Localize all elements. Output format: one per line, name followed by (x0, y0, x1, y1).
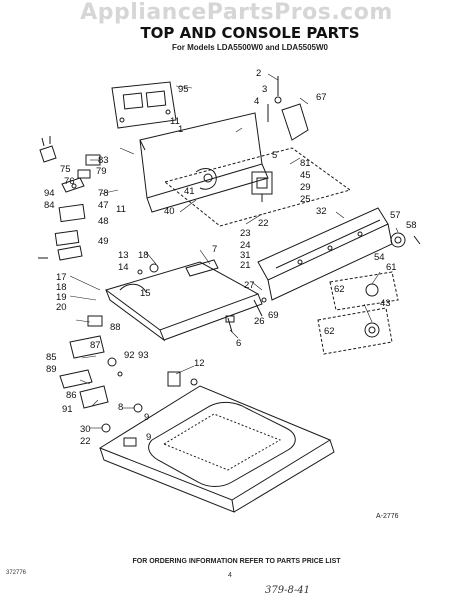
lower-left-component-cluster (59, 315, 123, 409)
console-rail-part (257, 207, 393, 301)
callout-label: 14 (118, 262, 129, 273)
callout-label: 61 (386, 262, 397, 273)
callout-label: 76 (64, 176, 75, 187)
callout-label: 69 (268, 310, 279, 321)
callout-label: 27 (244, 280, 255, 291)
end-cap-part (267, 76, 309, 141)
callout-label: 48 (98, 216, 109, 227)
callout-label: 19 (56, 292, 67, 303)
leader-lines (69, 73, 399, 429)
callout-label: 3 (262, 84, 267, 95)
callout-label: 22 (80, 436, 91, 447)
callout-label: 67 (316, 92, 327, 103)
callout-label: 88 (110, 322, 121, 333)
callout-label: 18 (56, 282, 67, 293)
callout-label: 4 (254, 96, 259, 107)
callout-label: 2 (256, 68, 261, 79)
callout-label: 86 (66, 390, 77, 401)
callout-label: 32 (316, 206, 327, 217)
callout-label: 40 (164, 206, 175, 217)
timer-switch-part (251, 171, 273, 202)
ordering-info-note: FOR ORDERING INFORMATION REFER TO PARTS … (132, 558, 341, 565)
model-subtitle: For Models LDA5500W0 and LDA5505W0 (171, 43, 329, 52)
callout-label: 23 (240, 228, 251, 239)
callout-label: 13 (118, 250, 129, 261)
callout-label: 41 (184, 186, 195, 197)
callout-label: 30 (80, 424, 91, 435)
callout-label: 9 (146, 432, 151, 443)
callout-label: 25 (300, 194, 311, 205)
callout-label: 85 (46, 352, 57, 363)
callout-label: 79 (96, 166, 107, 177)
callout-label: 91 (62, 404, 73, 415)
knob-assembly-lower (317, 307, 393, 355)
callout-label: 62 (334, 284, 345, 295)
callout-label: 54 (374, 252, 385, 263)
watermark: AppliancePartsPros.com (80, 0, 393, 25)
callout-label: 6 (236, 338, 241, 349)
callout-label: 1 (178, 124, 183, 135)
callout-labels: 95 2 3 4 67 1 11 83 75 79 76 78 47 94 84… (44, 68, 417, 447)
document-code: 372776 (6, 570, 27, 576)
callout-label: 43 (380, 298, 391, 309)
callout-label: 8 (118, 402, 123, 413)
callout-label: 45 (300, 170, 311, 181)
knob-part (390, 232, 421, 248)
callout-label: 31 (240, 250, 251, 261)
callout-label: 81 (300, 158, 311, 169)
callout-label: 62 (324, 326, 335, 337)
callout-label: 94 (44, 188, 55, 199)
callout-label: 29 (300, 182, 311, 193)
callout-label: 75 (60, 164, 71, 175)
callout-label: 18 (138, 250, 149, 261)
top-lid-part (104, 259, 263, 342)
callout-label: 47 (98, 200, 109, 211)
back-splash-panel-part (139, 112, 269, 213)
lower-hardware (101, 371, 198, 433)
hardware-screws (225, 297, 267, 333)
handwritten-note: 379-8-41 (265, 585, 310, 596)
callout-label: 78 (98, 188, 109, 199)
callout-label: 7 (212, 244, 217, 255)
washer-top-panel-part (98, 385, 335, 513)
callout-label: 9 (144, 412, 149, 423)
callout-label: 17 (56, 272, 67, 283)
page-number: 4 (228, 572, 232, 579)
page-title: TOP AND CONSOLE PARTS (140, 24, 360, 42)
callout-label: 20 (56, 302, 67, 313)
callout-label: 15 (140, 288, 151, 299)
callout-label: 5 (272, 150, 277, 161)
callout-label: 22 (258, 218, 269, 229)
callout-label: 57 (390, 210, 401, 221)
callout-label: 49 (98, 236, 109, 247)
callout-label: 12 (194, 358, 205, 369)
bracket-plate-part (111, 81, 177, 129)
callout-label: 11 (116, 204, 126, 215)
callout-label: 92 (124, 350, 135, 361)
callout-label: 58 (406, 220, 417, 231)
console-mount-plate-part (163, 147, 352, 227)
callout-label: 21 (240, 260, 251, 271)
callout-label: 87 (90, 340, 101, 351)
callout-label: 11 (170, 116, 180, 127)
callout-label: 84 (44, 200, 55, 211)
callout-label: 24 (240, 240, 251, 251)
callout-label: 83 (98, 155, 109, 166)
callout-label: 26 (254, 316, 265, 327)
callout-label: 89 (46, 364, 57, 375)
callout-label: 93 (138, 350, 149, 361)
callout-label: 95 (178, 84, 189, 95)
diagram-reference: A-2776 (376, 513, 399, 520)
